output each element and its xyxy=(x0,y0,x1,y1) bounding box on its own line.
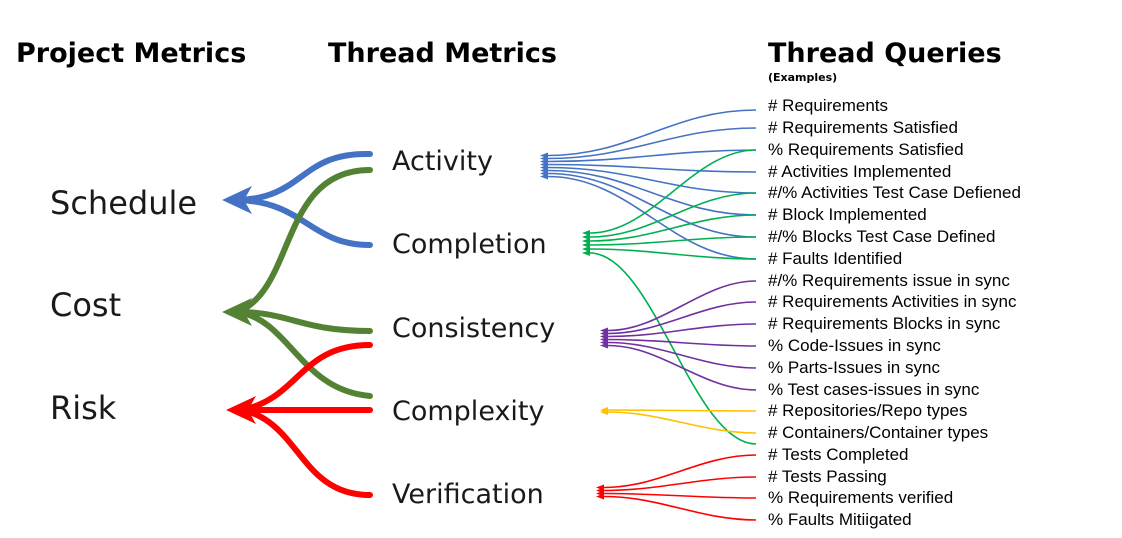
connector-query-consistency xyxy=(607,344,757,391)
query-item: # Requirements Activities in sync xyxy=(768,292,1017,311)
connector-query-activity xyxy=(547,169,757,216)
thread-metric-complexity: Complexity xyxy=(392,396,545,427)
project-metric-schedule: Schedule xyxy=(50,184,197,222)
query-item: # Requirements xyxy=(768,96,888,115)
connector-completion-schedule xyxy=(235,197,373,248)
connector-query-activity xyxy=(547,175,757,260)
connector-query-completion xyxy=(589,248,757,260)
thread-metric-completion: Completion xyxy=(392,229,547,260)
query-item: % Faults Mitiigated xyxy=(768,510,912,529)
query-item: # Repositories/Repo types xyxy=(768,401,967,420)
connector-consistency-cost xyxy=(235,309,373,334)
query-item: # Block Implemented xyxy=(768,205,927,224)
arrowhead-icon xyxy=(582,238,590,244)
connector-query-consistency xyxy=(607,323,757,338)
project-metric-risk: Risk xyxy=(50,389,117,427)
query-item: # Activities Implemented xyxy=(768,162,951,181)
connector-query-completion xyxy=(589,192,757,238)
query-item: # Requirements Blocks in sync xyxy=(768,314,1001,333)
query-item: % Requirements Satisfied xyxy=(768,140,964,159)
connector-query-activity xyxy=(547,149,757,163)
query-item: % Test cases-issues in sync xyxy=(768,380,980,399)
arrowhead-icon xyxy=(582,246,590,252)
arrowhead-icon xyxy=(600,342,608,349)
connector-query-activity xyxy=(547,127,757,160)
project-metric-cost: Cost xyxy=(50,286,121,324)
connector-query-completion xyxy=(589,214,757,242)
header-thread-metrics: Thread Metrics xyxy=(328,38,557,69)
connector-query-completion xyxy=(589,149,757,234)
connector-query-verification xyxy=(603,476,757,492)
connector-consistency-risk xyxy=(239,342,373,413)
connector-query-consistency xyxy=(607,338,757,347)
query-item: % Parts-Issues in sync xyxy=(768,358,940,377)
connector-query-consistency xyxy=(607,301,757,335)
query-item: #/% Blocks Test Case Defined xyxy=(768,227,995,246)
query-item: # Requirements Satisfied xyxy=(768,118,958,137)
header-project-metrics: Project Metrics xyxy=(16,38,246,69)
arrowhead-icon xyxy=(600,409,608,415)
connector-query-consistency xyxy=(607,280,757,332)
arrowhead-icon xyxy=(582,242,590,248)
arrowhead-icon xyxy=(540,173,548,180)
header-thread-queries-note: (Examples) xyxy=(768,71,837,84)
query-item: # Tests Completed xyxy=(768,445,908,464)
query-list: # Requirements # Requirements Satisfied … xyxy=(768,96,1021,529)
query-item: % Requirements verified xyxy=(768,488,953,507)
arrowhead-icon xyxy=(226,396,256,424)
connector-query-completion xyxy=(589,252,757,445)
query-item: # Faults Identified xyxy=(768,249,902,268)
connector-activity-schedule xyxy=(235,150,373,203)
arrowhead-icon xyxy=(596,493,604,500)
thread-metric-verification: Verification xyxy=(392,479,544,510)
query-item: #/% Requirements issue in sync xyxy=(768,271,1010,290)
connector-query-completion xyxy=(589,236,757,246)
query-item: % Code-Issues in sync xyxy=(768,336,941,355)
connector-activity-cost xyxy=(235,167,373,315)
arrowhead-icon xyxy=(582,230,590,236)
query-connectors xyxy=(540,109,757,521)
connector-query-activity xyxy=(547,166,757,194)
query-item: #/% Activities Test Case Defiened xyxy=(768,183,1021,202)
arrowhead-icon xyxy=(222,298,252,326)
header-thread-queries: Thread Queries xyxy=(768,38,1002,69)
connector-query-consistency xyxy=(607,341,757,369)
thread-metric-consistency: Consistency xyxy=(392,313,555,344)
thread-metric-activity: Activity xyxy=(392,146,493,177)
connector-query-complexity xyxy=(607,411,757,434)
arrowhead-icon xyxy=(582,234,590,240)
connector-query-verification xyxy=(603,454,757,489)
connector-query-complexity xyxy=(607,409,757,412)
connector-query-verification xyxy=(603,495,757,521)
connector-query-verification xyxy=(603,492,757,499)
arrowhead-icon xyxy=(582,250,590,256)
query-item: # Tests Passing xyxy=(768,467,887,486)
connector-verification-risk xyxy=(239,407,373,498)
connector-query-activity xyxy=(547,109,757,157)
connector-complexity-cost xyxy=(235,309,373,399)
project-connectors xyxy=(222,150,373,498)
connector-query-activity xyxy=(547,172,757,238)
query-item: # Containers/Container types xyxy=(768,423,988,442)
connector-query-activity xyxy=(547,163,757,173)
arrowhead-icon xyxy=(222,186,252,214)
